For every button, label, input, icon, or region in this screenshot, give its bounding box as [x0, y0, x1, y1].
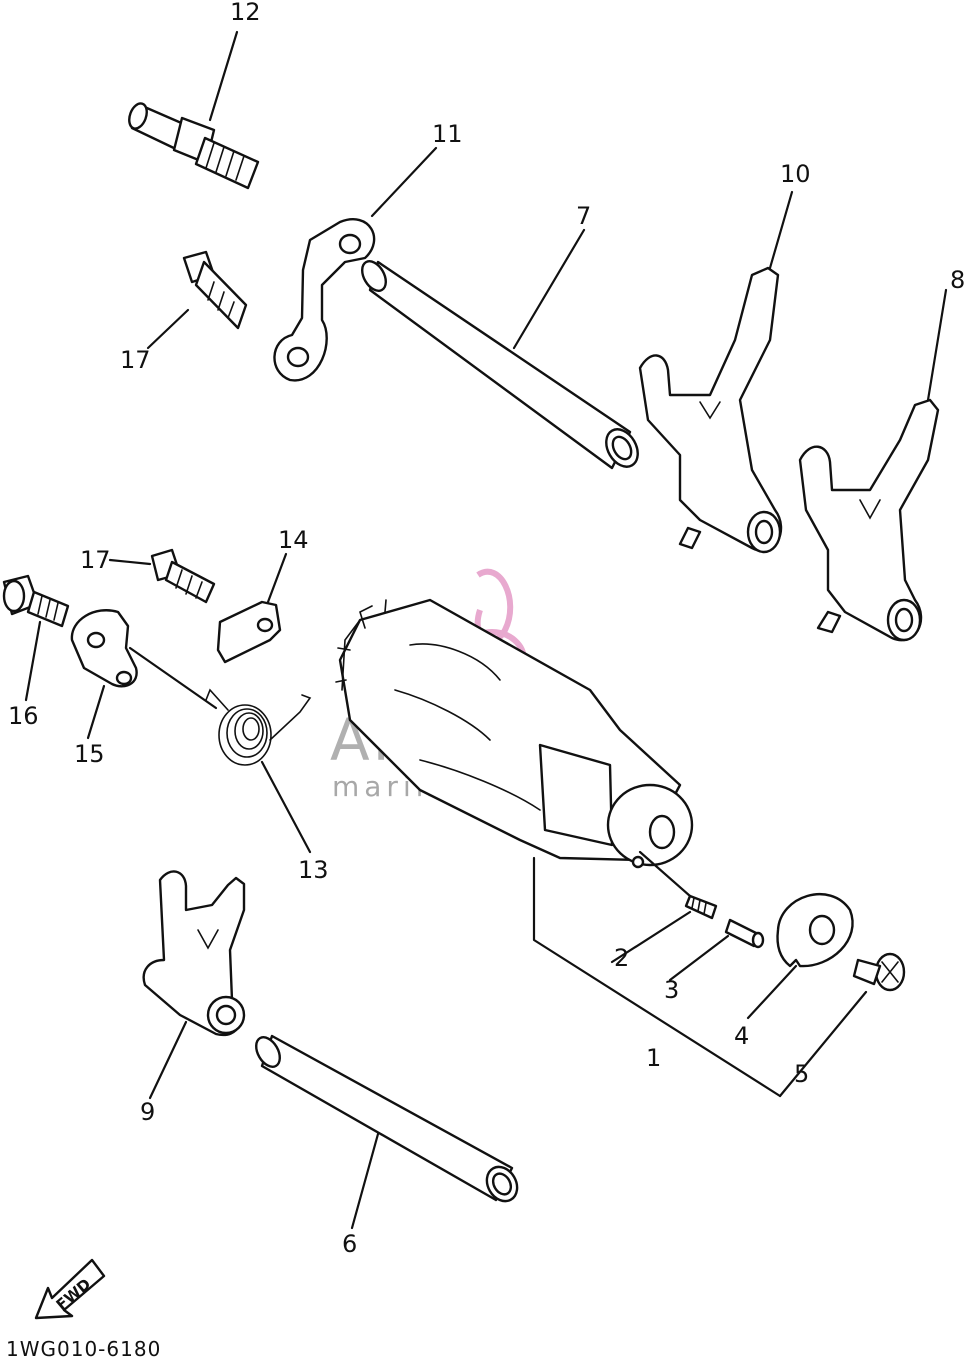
callout-10: 10: [780, 160, 811, 188]
part-5-screw: [852, 952, 906, 992]
fwd-arrow-icon: FWD: [34, 1258, 106, 1320]
part-16-bolt: [2, 574, 70, 628]
callout-17-upper: 17: [120, 346, 151, 374]
part-1-shift-cam: [335, 598, 694, 869]
callout-17-lower: 17: [80, 546, 111, 574]
part-10-shift-fork: [638, 266, 783, 554]
callout-13: 13: [298, 856, 329, 884]
part-13-torsion-spring: [205, 688, 312, 766]
part-15-segment-plate: [70, 609, 138, 688]
callout-9: 9: [140, 1098, 155, 1126]
part-8-shift-fork: [798, 398, 940, 642]
callout-15: 15: [74, 740, 105, 768]
callout-7: 7: [576, 202, 591, 230]
part-17-bolt-upper: [182, 250, 248, 330]
callout-5: 5: [794, 1060, 809, 1088]
callout-4: 4: [734, 1022, 749, 1050]
part-11-stopper-lever: [273, 218, 376, 382]
part-9-shift-fork: [142, 870, 246, 1037]
part-12-stud-bolt: [128, 102, 260, 190]
callout-labels: 12 11 17 7 10 8 17 14 16 15 13 2 3 4 1 5…: [8, 0, 965, 1258]
callout-2: 2: [614, 944, 629, 972]
part-2-pin: [684, 894, 718, 920]
callout-1: 1: [646, 1044, 661, 1072]
part-3-pin: [724, 918, 765, 949]
part-7-shift-fork-shaft: [361, 260, 639, 470]
callout-12: 12: [230, 0, 261, 26]
callout-6: 6: [342, 1230, 357, 1258]
leader-lines: [24, 30, 948, 1230]
callout-14: 14: [278, 526, 309, 554]
part-14-plate: [216, 600, 282, 664]
callout-11: 11: [432, 120, 463, 148]
part-4-washer: [776, 893, 854, 968]
callout-8: 8: [950, 266, 965, 294]
diagram-code: 1WG010-6180: [6, 1337, 161, 1361]
callout-3: 3: [664, 976, 679, 1004]
part-17-bolt-lower: [150, 548, 216, 604]
callout-16: 16: [8, 702, 39, 730]
part-6-shift-fork-shaft-lower: [255, 1034, 519, 1203]
